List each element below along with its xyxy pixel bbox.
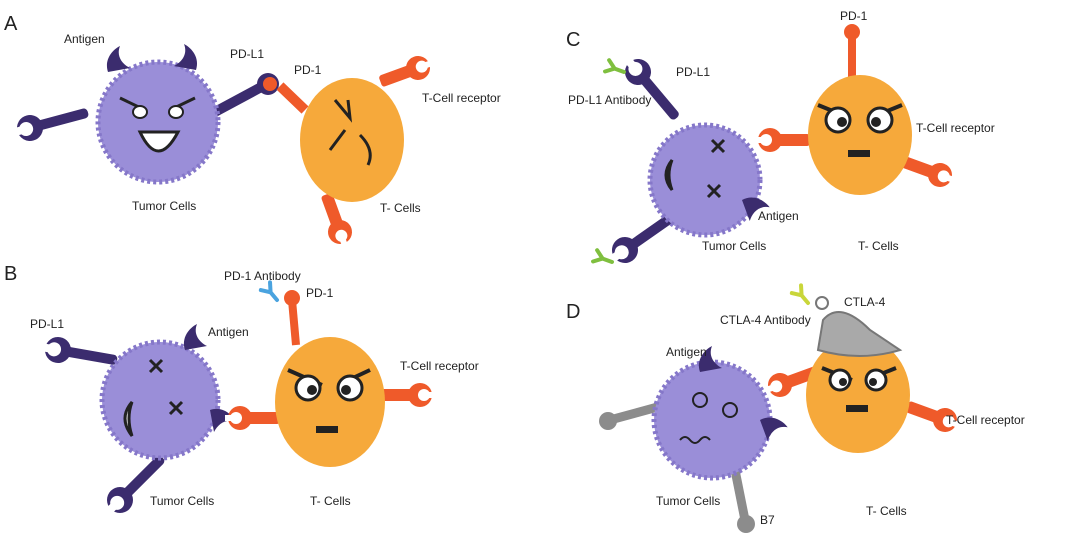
panel-label: D (566, 301, 580, 323)
tcell-receptor (376, 51, 437, 93)
label-tumor-cells: Tumor Cells (132, 199, 196, 213)
pdl1-arm (39, 334, 120, 374)
tumor-cell (651, 359, 773, 481)
label-ctla4: CTLA-4 (844, 295, 886, 309)
ctla4-antibody-icon (789, 283, 815, 309)
tumor-mouth (137, 130, 181, 153)
panel-label: A (4, 13, 18, 35)
pd1-tip (284, 290, 300, 306)
b7-ligand (730, 469, 750, 521)
panel-d: D CTLA-4 CTLA-4 Antibody Antigen T-Cell … (566, 283, 1025, 533)
panel-label: B (4, 263, 17, 285)
dizzy-eye (692, 392, 708, 408)
label-pdl1: PD-L1 (30, 317, 64, 331)
pd1-receptor (755, 128, 810, 152)
label-pd1: PD-1 (306, 286, 334, 300)
pd1-tip (844, 24, 860, 40)
pdl1-antibody-icon (603, 58, 629, 80)
label-ctla4-antibody: CTLA-4 Antibody (720, 313, 811, 327)
label-pdl1: PD-L1 (230, 47, 264, 61)
t-cell (275, 337, 385, 467)
label-b7: B7 (760, 513, 775, 527)
pdl1-antibody-icon (591, 248, 617, 270)
label-tumor-cells: Tumor Cells (656, 494, 720, 508)
tumor-cell (99, 339, 221, 461)
label-pd1: PD-1 (840, 9, 868, 23)
label-pdl1: PD-L1 (676, 65, 710, 79)
tumor-cell (647, 122, 763, 238)
label-tumor-cells: Tumor Cells (702, 239, 766, 253)
antigen-horn (106, 46, 130, 72)
panel-label: C (566, 29, 580, 51)
panel-a: A Antigen PD-L1 PD-1 T-Cell receptor Tum… (4, 13, 501, 251)
panel-c: C PD-1 PD-L1 PD-L1 Antibody T-Cell recep… (566, 9, 995, 270)
pd1-antibody-icon (258, 280, 284, 306)
label-pd1: PD-1 (294, 63, 322, 77)
label-antigen: Antigen (208, 325, 249, 339)
label-tcr: T-Cell receptor (916, 121, 995, 135)
tcell-receptor (380, 383, 435, 407)
label-antigen: Antigen (758, 209, 799, 223)
t-cell (806, 337, 910, 453)
t-cell (808, 75, 912, 195)
label-t-cells: T- Cells (858, 239, 899, 253)
label-t-cells: T- Cells (310, 494, 351, 508)
label-pd1-antibody: PD-1 Antibody (224, 269, 301, 283)
ctla4-cap (816, 311, 903, 357)
receptor-arm (11, 99, 92, 145)
pd1-receptor (225, 406, 280, 430)
label-pdl1-antibody: PD-L1 Antibody (568, 93, 651, 107)
pdl1-arm (617, 51, 687, 127)
label-t-cells: T- Cells (866, 504, 907, 518)
antigen-horn (183, 324, 207, 350)
label-tcr: T-Cell receptor (400, 359, 479, 373)
label-t-cells: T- Cells (380, 201, 421, 215)
label-tcr: T-Cell receptor (946, 413, 1025, 427)
tumor-cell (95, 59, 221, 185)
panel-b: B PD-1 Antibody PD-1 PD-L1 Antigen T-Cel… (4, 263, 479, 521)
label-tumor-cells: Tumor Cells (150, 494, 214, 508)
t-cell (300, 78, 404, 202)
label-tcr: T-Cell receptor (422, 91, 501, 105)
label-antigen: Antigen (666, 345, 707, 359)
label-antigen: Antigen (64, 32, 105, 46)
